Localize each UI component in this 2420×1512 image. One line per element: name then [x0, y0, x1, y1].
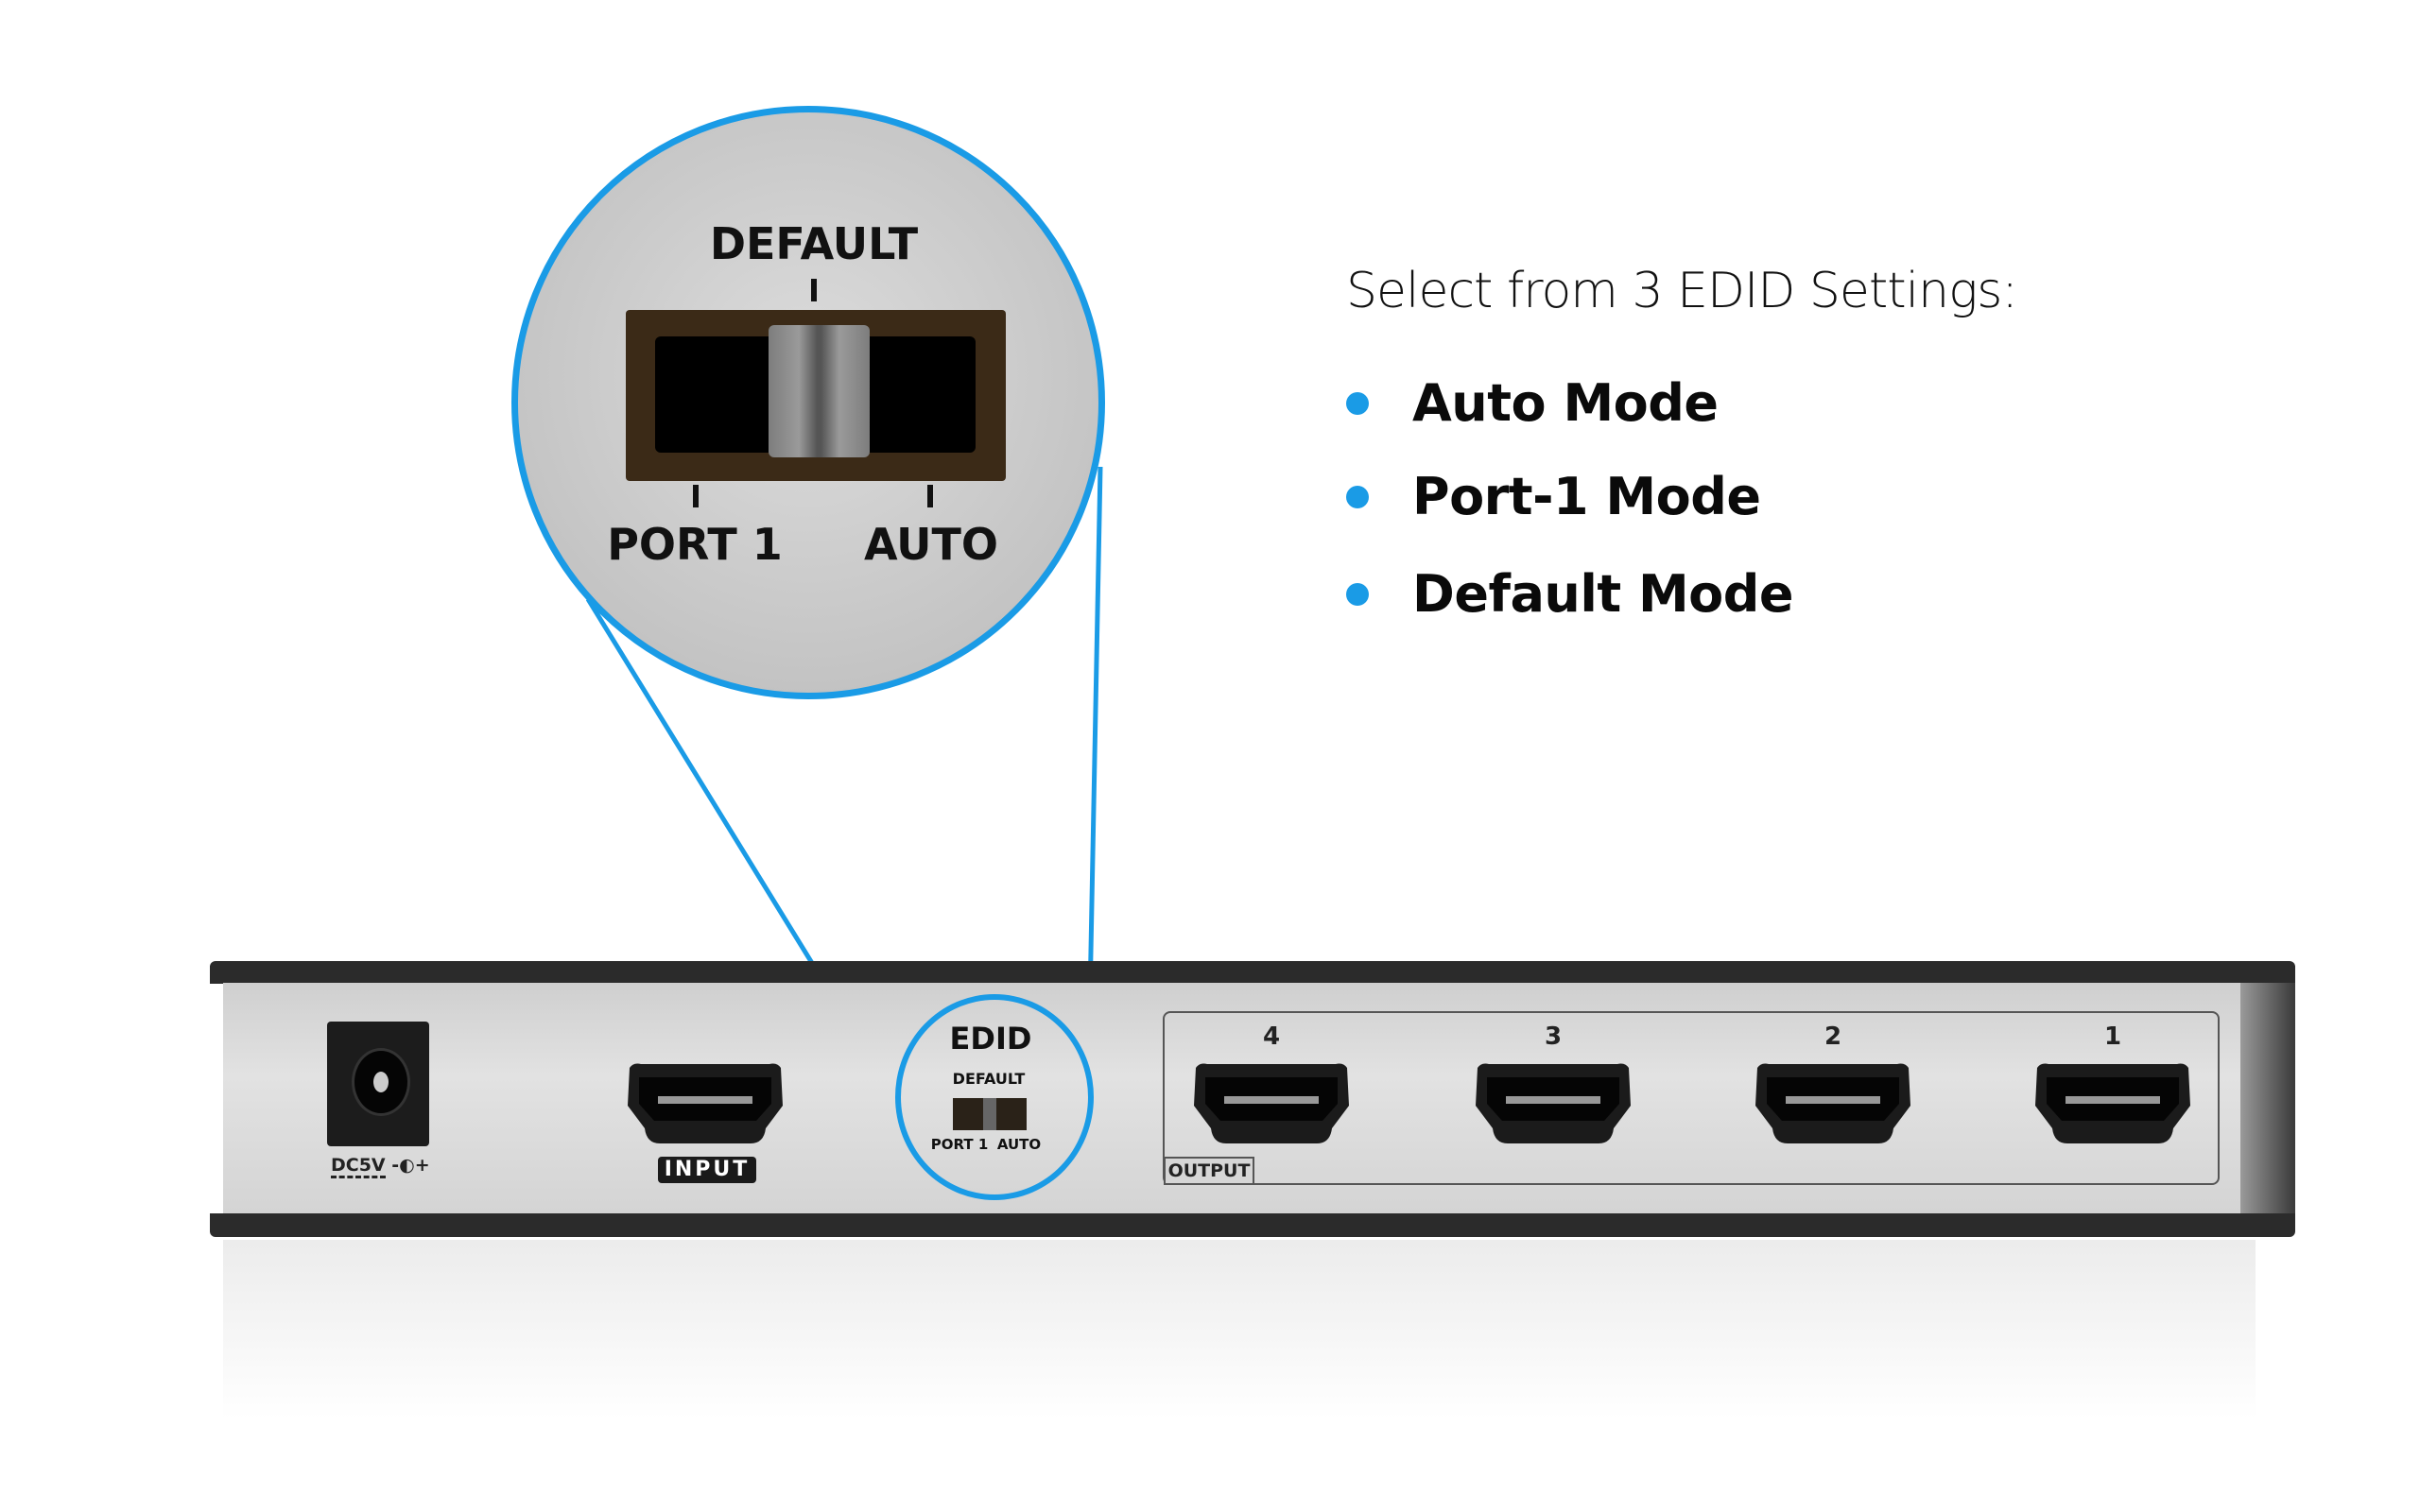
device-side: [2240, 983, 2295, 1214]
hdmi-output-port-1[interactable]: [2031, 1062, 2194, 1145]
mode-label: Default Mode: [1412, 564, 1794, 624]
mode-label: Auto Mode: [1412, 373, 1719, 433]
input-label: INPUT: [658, 1157, 756, 1183]
power-label: DC5V -◐+: [331, 1155, 430, 1178]
zoom-port1-label: PORT 1: [607, 519, 783, 570]
dc5v-text: DC5V: [331, 1155, 386, 1178]
polarity-icon: -◐+: [391, 1155, 430, 1176]
device-top-edge: [210, 961, 2295, 984]
edid-highlight-circle: [895, 994, 1094, 1200]
switch-knob[interactable]: [769, 325, 870, 457]
hdmi-output-port-3[interactable]: [1472, 1062, 1634, 1145]
output-panel: [1163, 1011, 2220, 1185]
hdmi-output-port-2[interactable]: [1752, 1062, 1914, 1145]
zoom-auto-label: AUTO: [863, 519, 999, 570]
hdmi-input-port[interactable]: [624, 1062, 786, 1145]
bullet-icon: [1346, 485, 1369, 508]
mode-label: Port-1 Mode: [1412, 467, 1761, 526]
output-port-number: 3: [1544, 1022, 1563, 1051]
device-reflection: [223, 1240, 2256, 1419]
edid-heading: Select from 3 EDID Settings:: [1346, 263, 2018, 319]
mode-item-default: Default Mode: [1346, 564, 1794, 624]
edid-slide-switch[interactable]: [626, 310, 1006, 481]
bullet-icon: [1346, 582, 1369, 606]
mode-item-auto: Auto Mode: [1346, 373, 1719, 433]
edid-switch-zoom: DEFAULT PORT 1 AUTO: [511, 106, 1105, 699]
output-port-number: 4: [1262, 1022, 1281, 1051]
zoom-default-label: DEFAULT: [709, 218, 919, 269]
mode-item-port1: Port-1 Mode: [1346, 467, 1761, 526]
jack-pin: [373, 1072, 389, 1092]
jack-hole: [352, 1048, 410, 1116]
hdmi-output-port-4[interactable]: [1190, 1062, 1353, 1145]
output-port-number: 1: [2103, 1022, 2122, 1051]
output-label: OUTPUT: [1164, 1157, 1254, 1185]
bullet-icon: [1346, 391, 1369, 415]
output-port-number: 2: [1824, 1022, 1842, 1051]
device-bottom-edge: [210, 1213, 2295, 1237]
dc-power-jack[interactable]: [327, 1022, 429, 1146]
